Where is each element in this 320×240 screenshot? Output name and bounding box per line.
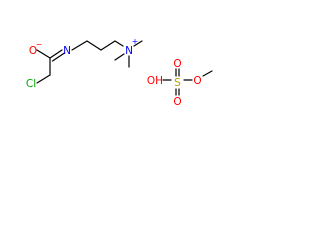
- atom-chlorine: Cl: [26, 78, 36, 90]
- charge-nitrogen-ammonium: +: [132, 37, 139, 46]
- atom-sulfur: S: [174, 77, 181, 89]
- atom-nitrogen-ammonium: N: [125, 45, 133, 57]
- charge-oxygen-amide: −: [36, 40, 43, 49]
- atom-oxygen-amide: O: [29, 45, 37, 57]
- bond-c3-nplus: [114, 40, 124, 47]
- atom-hydroxyl: OH: [147, 75, 163, 87]
- atom-oxygen-top: O: [173, 58, 181, 70]
- bond-c1-c2: [86, 40, 102, 51]
- bond-c-n-double-2: [51, 52, 66, 62]
- atom-oxygen-bottom: O: [173, 96, 181, 108]
- atom-nitrogen-imine: N: [63, 45, 71, 57]
- cation-molecule: [36, 40, 143, 84]
- atom-oxygen-ester: O: [193, 75, 201, 87]
- bond-n-c1: [71, 40, 88, 51]
- methyl-sulfate-molecule: [162, 68, 213, 96]
- bond-nplus-methyl-right: [133, 40, 143, 47]
- bond-c2-c3: [100, 40, 116, 51]
- bond-o-methyl: [202, 70, 213, 77]
- bond-ch2-cl: [36, 74, 51, 84]
- bond-nplus-methyl-left: [114, 53, 125, 61]
- bond-c-n-double: [49, 49, 63, 59]
- chemical-structure-drawing: O − N Cl N + S O O O OH: [26, 37, 213, 108]
- bond-c-o: [36, 49, 51, 59]
